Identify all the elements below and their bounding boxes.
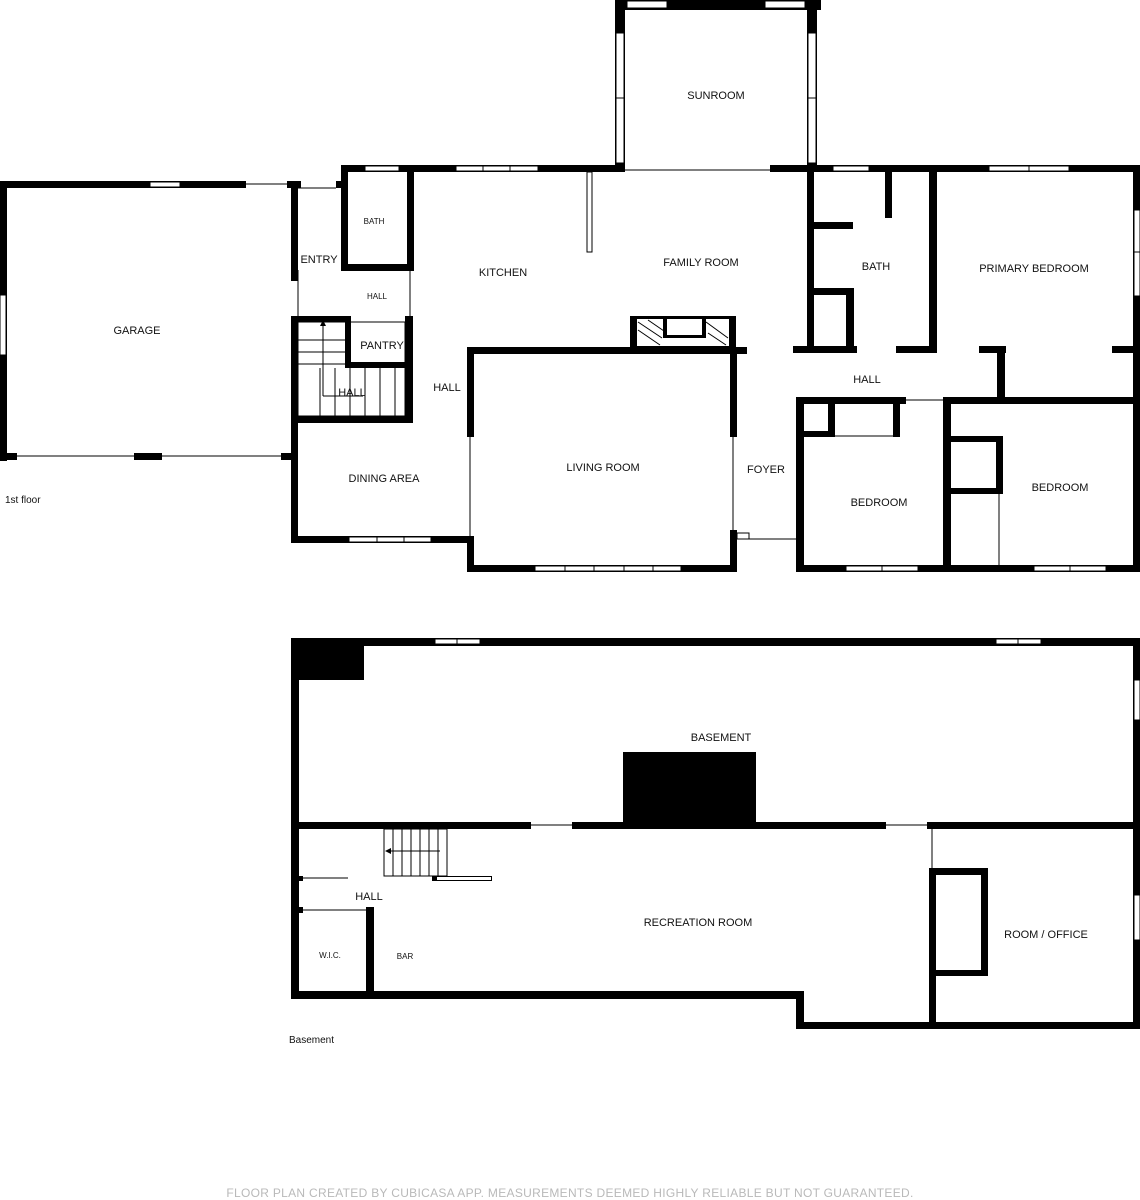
room-entry: ENTRY (300, 254, 338, 266)
disclaimer-footer: FLOOR PLAN CREATED BY CUBICASA APP. MEAS… (226, 1186, 914, 1200)
room-bedroom-1: BEDROOM (851, 497, 908, 509)
room-foyer: FOYER (747, 464, 785, 476)
room-hall-west: HALL (433, 382, 461, 394)
room-pantry: PANTRY (360, 340, 404, 352)
room-sunroom: SUNROOM (687, 90, 744, 102)
room-bar: BAR (397, 952, 414, 961)
basement-windows (303, 638, 1140, 970)
room-kitchen: KITCHEN (479, 267, 527, 279)
room-family-room: FAMILY ROOM (663, 257, 738, 269)
basement-labels: BASEMENT HALL RECREATION ROOM W.I.C. BAR… (289, 732, 1088, 1046)
room-dining-area: DINING AREA (349, 473, 421, 485)
basement-stairs (383, 828, 448, 877)
room-hall-entry: HALL (367, 292, 388, 301)
room-primary-bedroom: PRIMARY BEDROOM (979, 263, 1089, 275)
room-living-room: LIVING ROOM (566, 462, 639, 474)
first-floor-stairs (297, 320, 406, 417)
floor-label-first: 1st floor (5, 495, 41, 506)
room-bedroom-2: BEDROOM (1032, 482, 1089, 494)
floor-label-basement: Basement (289, 1035, 334, 1046)
basement-walls (291, 638, 1140, 1029)
room-recreation-room: RECREATION ROOM (644, 917, 753, 929)
room-bath-small: BATH (364, 217, 385, 226)
first-floor-windows (0, 0, 1140, 572)
room-basement-hall: HALL (355, 891, 383, 903)
room-basement: BASEMENT (691, 732, 752, 744)
room-garage: GARAGE (113, 325, 160, 337)
first-floor-labels: SUNROOM GARAGE ENTRY BATH HALL KITCHEN F… (5, 90, 1089, 509)
room-hall-east: HALL (853, 374, 881, 386)
room-bath-main: BATH (862, 261, 891, 273)
room-hall-stairs: HALL (338, 387, 366, 399)
room-wic: W.I.C. (319, 951, 341, 960)
room-office: ROOM / OFFICE (1004, 929, 1088, 941)
first-floor-walls (0, 0, 1140, 572)
